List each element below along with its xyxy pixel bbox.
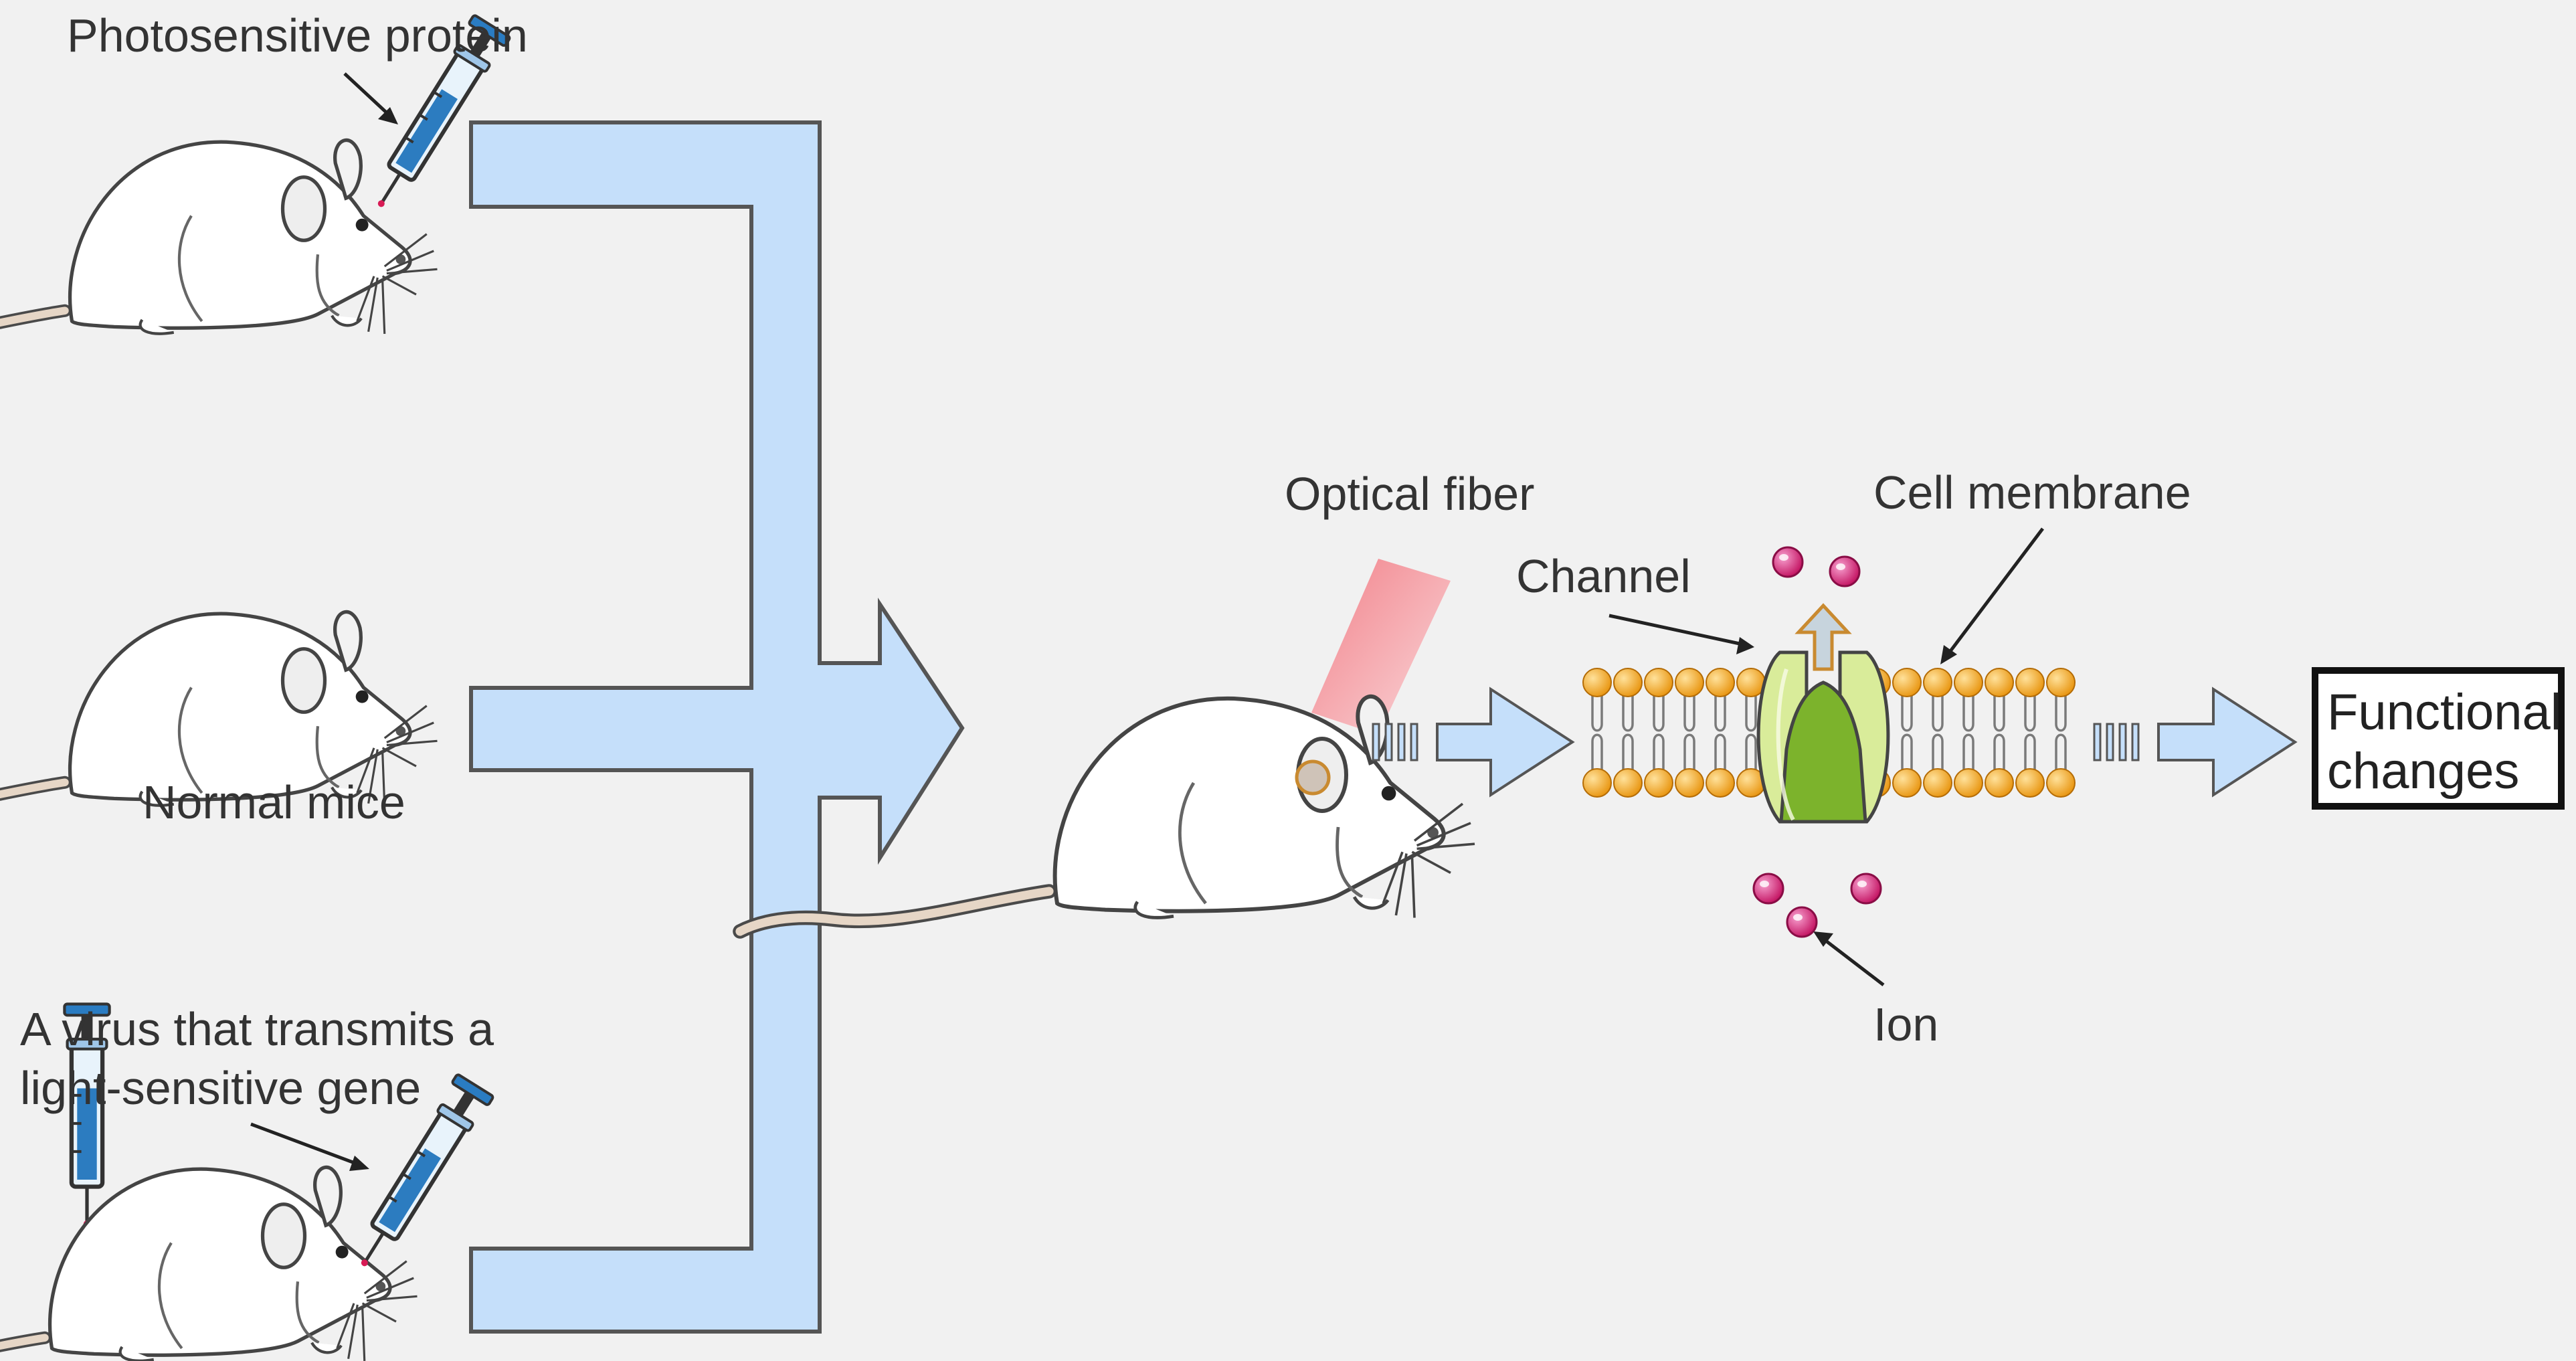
ion-bottom-left (1752, 873, 1784, 905)
label-ion: Ion (1873, 998, 1938, 1051)
ion-top-right (1829, 555, 1861, 587)
label-normal-mice: Normal mice (143, 776, 405, 828)
label-photosensitive-protein: Photosensitive protein (67, 9, 528, 62)
mouse-virus-body (0, 1168, 418, 1361)
merge-connector-arrow (469, 120, 965, 1334)
ion-top-left (1772, 546, 1804, 578)
pointer-arrowhead-cell-membrane (1940, 645, 1957, 664)
pointer-arrow-channel (1608, 614, 1740, 646)
functional-changes-box (2312, 667, 2565, 810)
pointer-arrowhead-protein (378, 107, 398, 124)
optical-fiber-light-beam (1311, 559, 1451, 735)
pointer-arrow-ion (1822, 937, 1885, 986)
arrow-to-membrane (1372, 687, 1575, 798)
label-virus-line1: A virus that transmits a (20, 1003, 494, 1055)
label-functional-changes-line2: changes (2327, 743, 2519, 800)
implant-site (1295, 759, 1331, 796)
ion-bottom-right (1850, 873, 1882, 905)
label-cell-membrane: Cell membrane (1873, 466, 2191, 519)
arrow-to-functional-changes (2093, 687, 2298, 798)
mouse-photosensitive-protein (0, 140, 438, 345)
label-virus-line2: light-sensitive gene (20, 1062, 421, 1114)
pointer-arrow-protein (343, 72, 393, 119)
label-optical-fiber: Optical fiber (1285, 468, 1534, 520)
pointer-arrowhead-ion (1813, 931, 1833, 947)
pointer-arrow-cell-membrane (1947, 527, 2044, 655)
label-channel: Channel (1516, 550, 1691, 602)
ion-channel (1756, 603, 1890, 824)
pointer-arrow-virus (250, 1122, 361, 1167)
ion-bottom-center (1786, 906, 1818, 938)
label-functional-changes-line1: Functional (2327, 684, 2562, 741)
pointer-arrowhead-virus (349, 1156, 369, 1171)
pointer-arrowhead-channel (1736, 637, 1754, 654)
